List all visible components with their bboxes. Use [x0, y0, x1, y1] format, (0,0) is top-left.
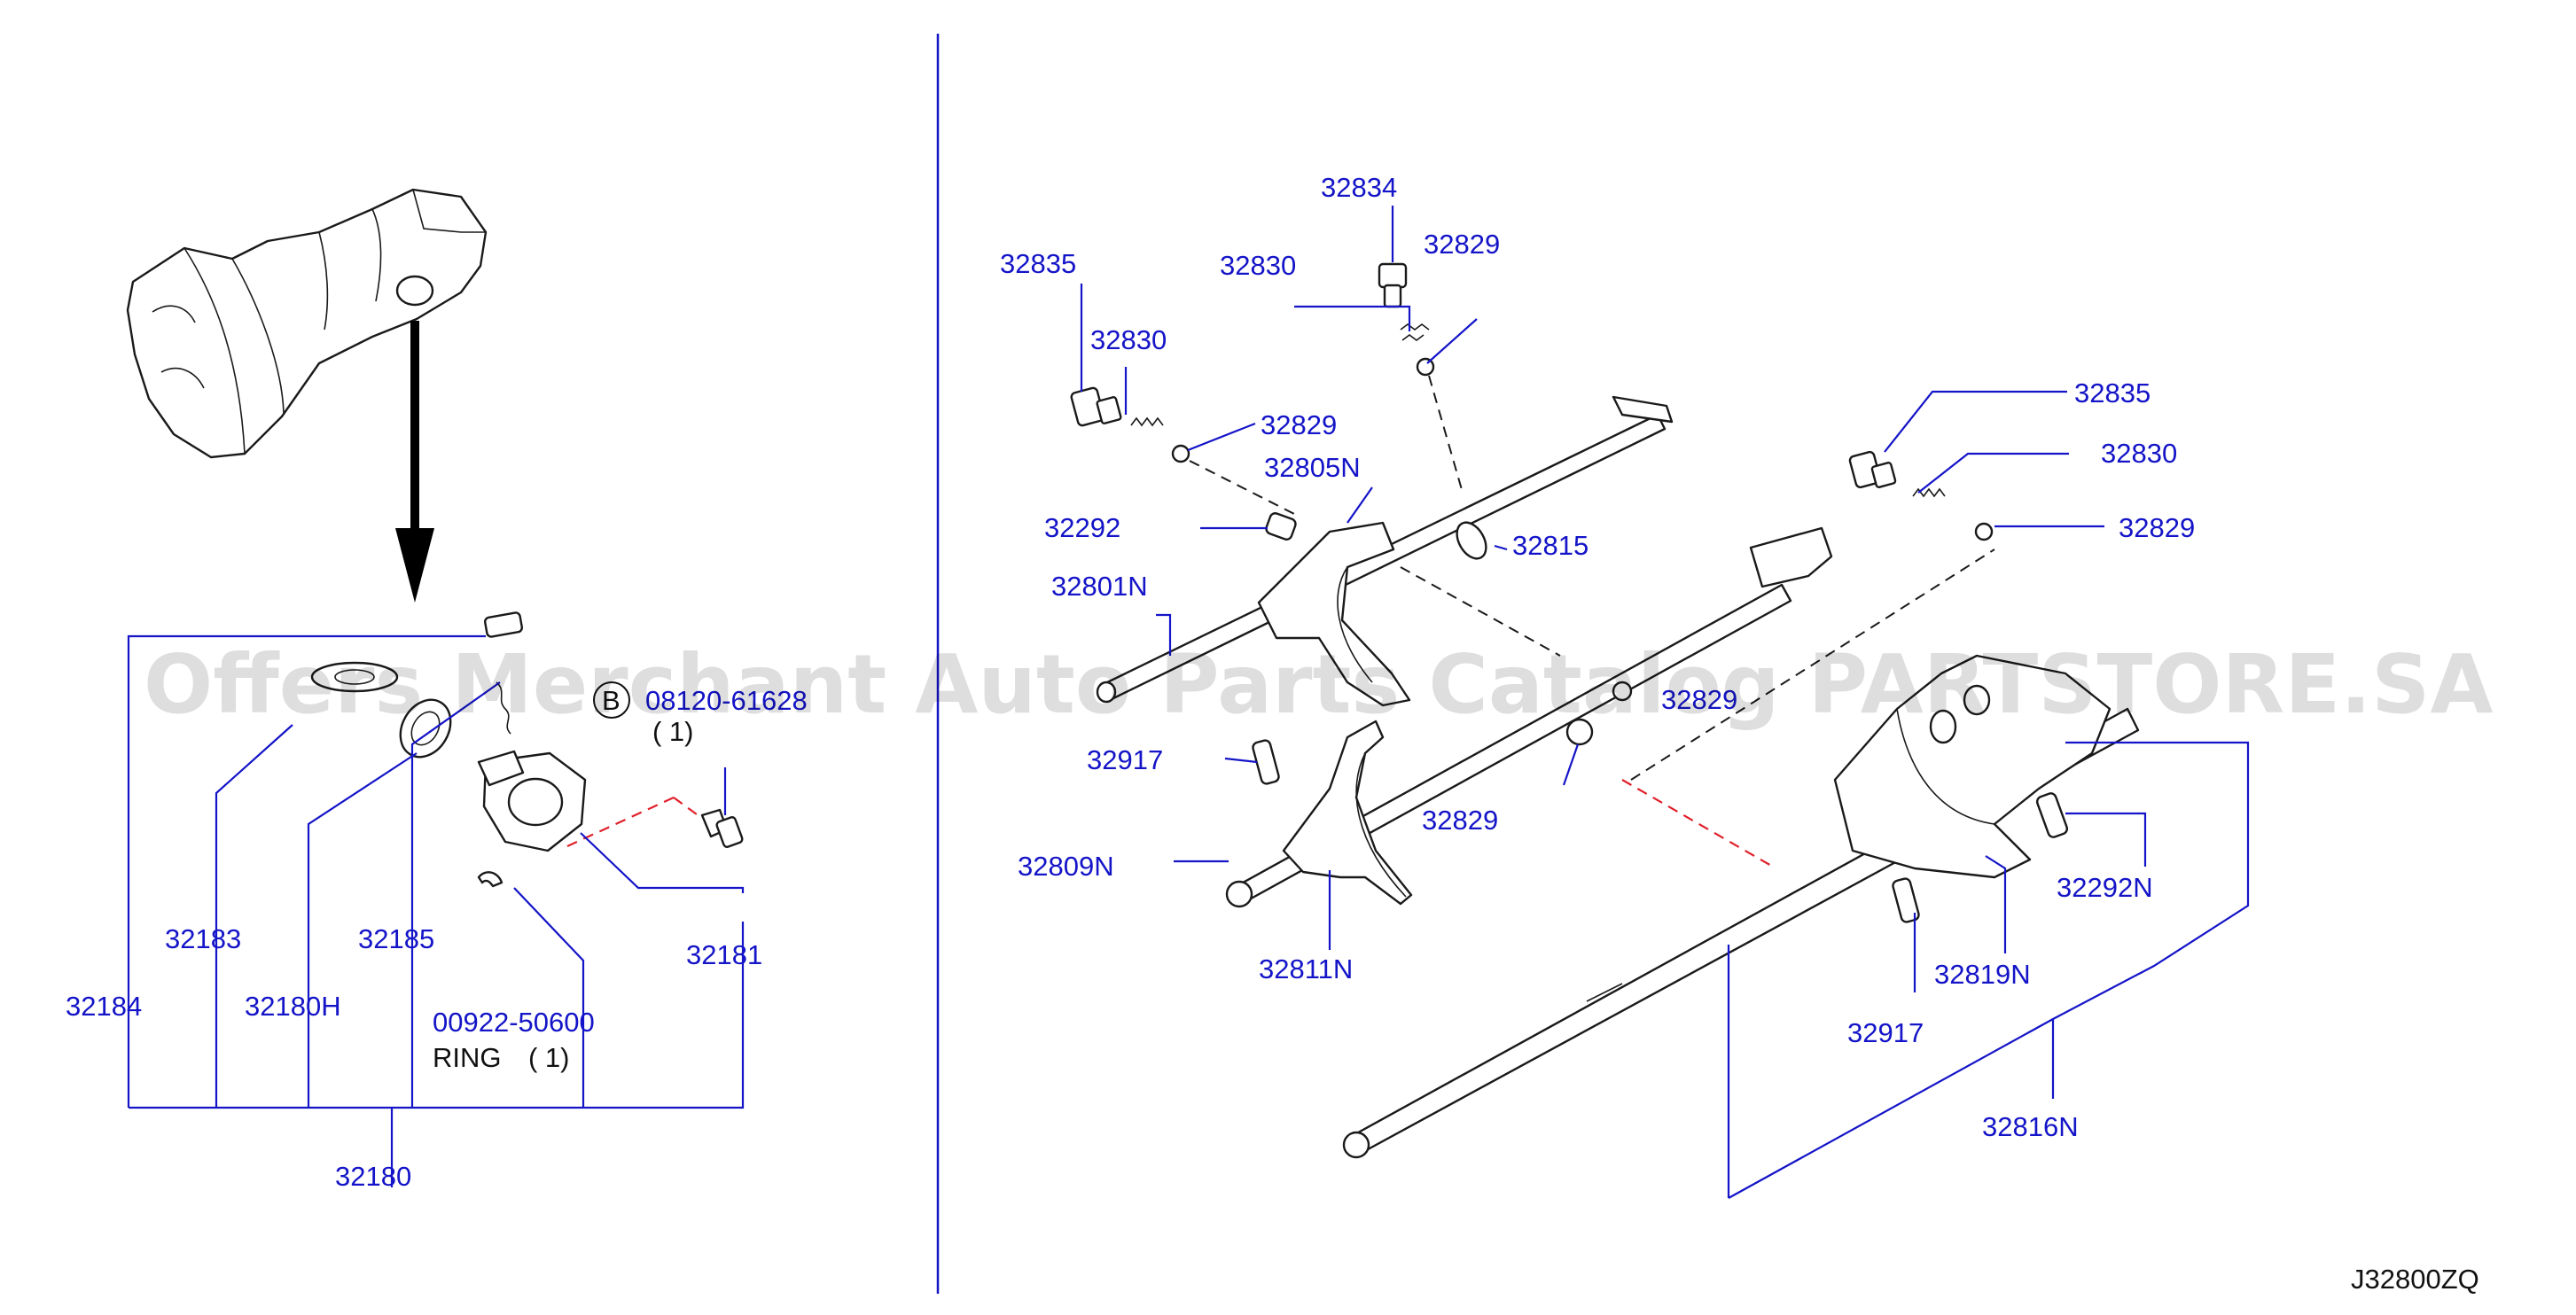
part-label-32917[interactable]: 32917: [1087, 744, 1163, 775]
part-label-32805n[interactable]: 32805N: [1264, 452, 1361, 483]
shift-forks-drawing: [1257, 521, 2112, 906]
left-leader-lines: [127, 634, 745, 1187]
part-label-32829[interactable]: 32829: [1422, 805, 1498, 836]
part-label-32183[interactable]: 32183: [165, 923, 241, 954]
small-parts-drawing: [1070, 262, 2069, 923]
bolt-circle-letter: B: [602, 685, 621, 716]
direction-arrow: [395, 321, 434, 603]
ring-part-number[interactable]: 00922-50600: [433, 1007, 595, 1038]
bolt-circle-marker: [593, 681, 630, 719]
watermark: Offers Merchant Auto Parts Catalog PARTS…: [144, 637, 2494, 732]
part-label-32830[interactable]: 32830: [1090, 324, 1167, 355]
bolt-quantity: ( 1): [652, 716, 694, 747]
part-label-32830[interactable]: 32830: [2101, 438, 2177, 469]
part-label-32819n[interactable]: 32819N: [1934, 959, 2031, 990]
diagram-code: J32800ZQ: [2351, 1264, 2479, 1295]
right-leader-lines: [1080, 206, 2250, 1199]
interlock-callout: [1621, 779, 1774, 868]
part-label-32815[interactable]: 32815: [1512, 530, 1589, 561]
part-label-32180[interactable]: 32180: [335, 1161, 411, 1192]
part-label-32829[interactable]: 32829: [1261, 409, 1337, 440]
sensor-parts-drawing: [310, 611, 744, 888]
part-label-32801n[interactable]: 32801N: [1051, 571, 1148, 602]
transmission-housing-drawing: [126, 188, 488, 459]
part-label-32292[interactable]: 32292: [1044, 512, 1120, 543]
part-label-32829[interactable]: 32829: [2119, 512, 2195, 543]
ring-quantity: ( 1): [528, 1042, 570, 1073]
part-label-32835[interactable]: 32835: [2074, 377, 2151, 409]
bolt-callout-2: [673, 797, 701, 818]
part-label-32829[interactable]: 32829: [1424, 229, 1500, 260]
part-label-32185[interactable]: 32185: [358, 923, 434, 954]
part-label-32181[interactable]: 32181: [686, 939, 762, 970]
part-label-32809n[interactable]: 32809N: [1018, 851, 1114, 882]
part-label-32830[interactable]: 32830: [1220, 250, 1296, 281]
part-label-32292n[interactable]: 32292N: [2057, 872, 2153, 903]
part-label-32834[interactable]: 32834: [1321, 172, 1397, 203]
bolt-part-number[interactable]: 08120-61628: [645, 685, 808, 716]
part-label-32835[interactable]: 32835: [1000, 248, 1076, 279]
ring-name: RING: [433, 1042, 502, 1073]
part-label-32816n[interactable]: 32816N: [1982, 1111, 2079, 1142]
part-label-32811n[interactable]: 32811N: [1259, 953, 1353, 984]
part-label-32829[interactable]: 32829: [1661, 684, 1737, 715]
part-label-32184[interactable]: 32184: [66, 991, 142, 1022]
part-label-32917[interactable]: 32917: [1847, 1017, 1924, 1048]
part-label-32180h[interactable]: 32180H: [245, 991, 341, 1022]
alignment-dash-lines: [1189, 375, 1995, 781]
